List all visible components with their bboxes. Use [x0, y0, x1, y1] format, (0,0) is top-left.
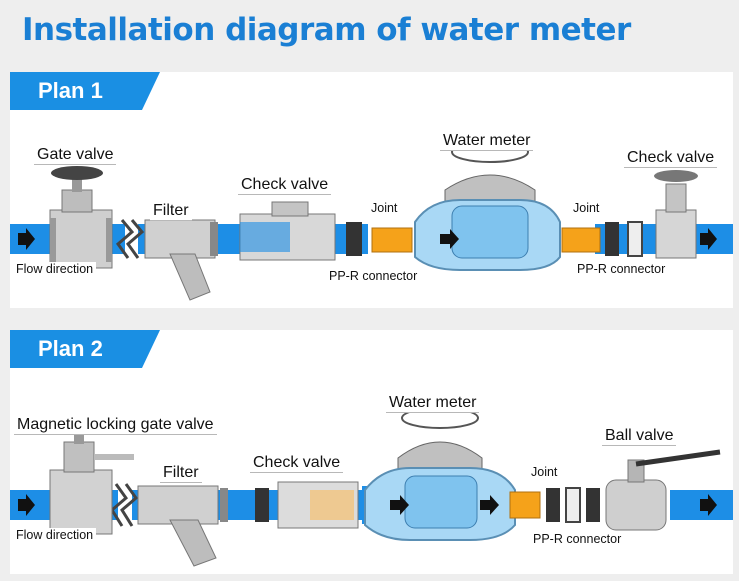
gate-valve — [49, 166, 113, 269]
label-water-meter: Water meter — [386, 394, 480, 413]
plan-1-tab: Plan 1 — [10, 72, 160, 110]
label-joint-1: Joint — [368, 201, 401, 215]
joint-fitting — [509, 491, 541, 519]
check-valve — [255, 481, 359, 529]
pipe-break-mark — [120, 483, 139, 527]
plan-1-panel: Plan 1 — [10, 72, 733, 308]
label-check-valve: Check valve — [250, 454, 344, 473]
flow-arrow — [18, 228, 35, 250]
check-valve-1 — [239, 201, 362, 261]
pipe-break-mark — [110, 483, 129, 527]
flow-arrow — [700, 494, 717, 516]
plan-1-diagram — [10, 141, 733, 301]
ball-valve — [605, 449, 721, 531]
label-ppr-connector-1: PP-R connector — [326, 269, 421, 283]
plan-2-tab: Plan 2 — [10, 330, 160, 368]
water-meter — [414, 141, 561, 271]
label-ball-valve: Ball valve — [602, 427, 677, 446]
flow-arrow — [18, 494, 35, 516]
label-joint-2: Joint — [570, 201, 603, 215]
pipe-break-mark — [125, 219, 145, 259]
page-title: Installation diagram of water meter — [22, 12, 631, 48]
magnetic-gate-valve — [49, 430, 134, 535]
pipe-break-mark — [115, 219, 135, 259]
joint-2-fitting — [561, 227, 601, 253]
flow-arrow — [700, 228, 717, 250]
filter — [137, 485, 228, 567]
label-ppr-connector: PP-R connector — [530, 532, 625, 546]
plan-2-diagram — [10, 407, 733, 567]
check-valve-2 — [654, 170, 698, 259]
label-joint: Joint — [528, 465, 561, 479]
label-filter: Filter — [150, 202, 192, 221]
label-filter: Filter — [160, 464, 202, 483]
label-check-valve-2: Check valve — [624, 149, 718, 168]
label-magnetic-gate-valve: Magnetic locking gate valve — [14, 416, 217, 435]
label-gate-valve: Gate valve — [34, 146, 117, 165]
label-flow-direction: Flow direction — [13, 262, 97, 276]
label-ppr-connector-2: PP-R connector — [574, 262, 669, 276]
water-meter — [364, 407, 516, 541]
plan-2-panel: Plan 2 — [10, 330, 733, 574]
label-water-meter: Water meter — [440, 132, 534, 151]
label-flow-direction: Flow direction — [13, 528, 97, 542]
joint-1-fitting — [371, 227, 413, 253]
label-check-valve-1: Check valve — [238, 176, 332, 195]
filter — [144, 219, 218, 301]
